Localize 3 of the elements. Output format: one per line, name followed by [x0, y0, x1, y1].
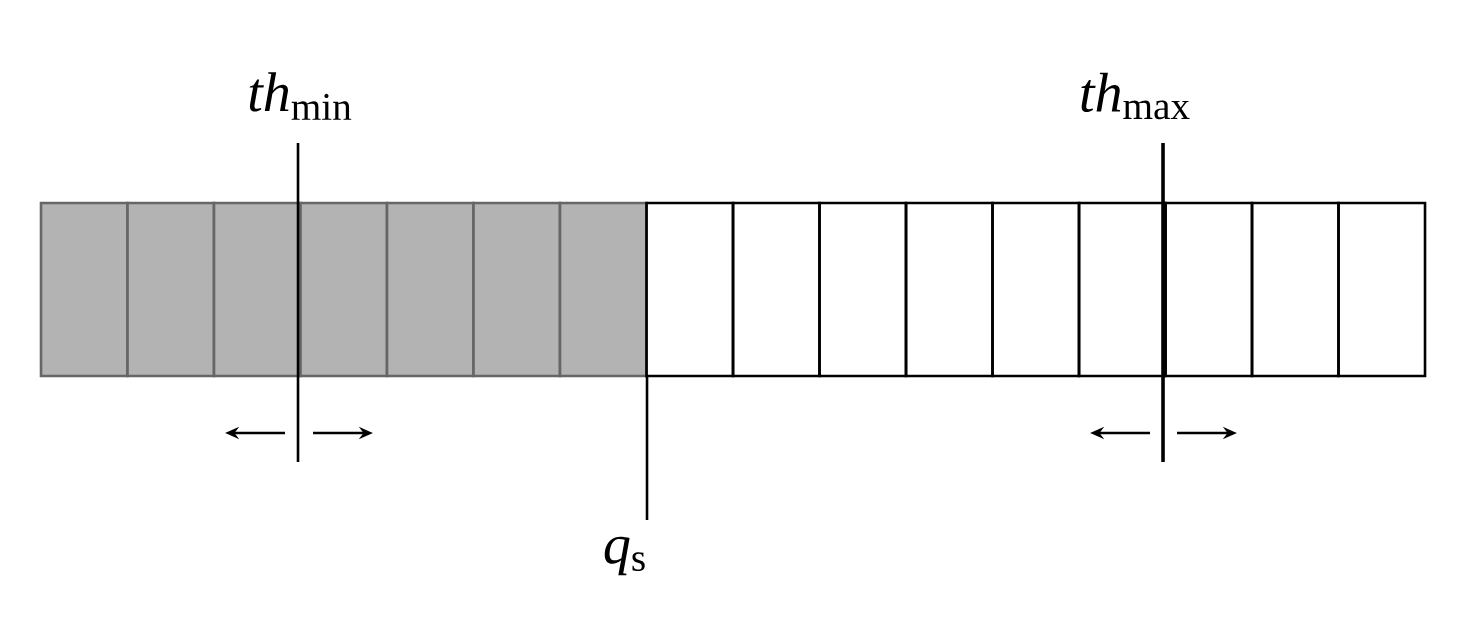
pointer-label: q$_{s}$: [604, 536, 645, 576]
threshold-label: th$_{min}$: [249, 72, 352, 120]
threshold-label: th$_{max}$: [1081, 72, 1190, 120]
